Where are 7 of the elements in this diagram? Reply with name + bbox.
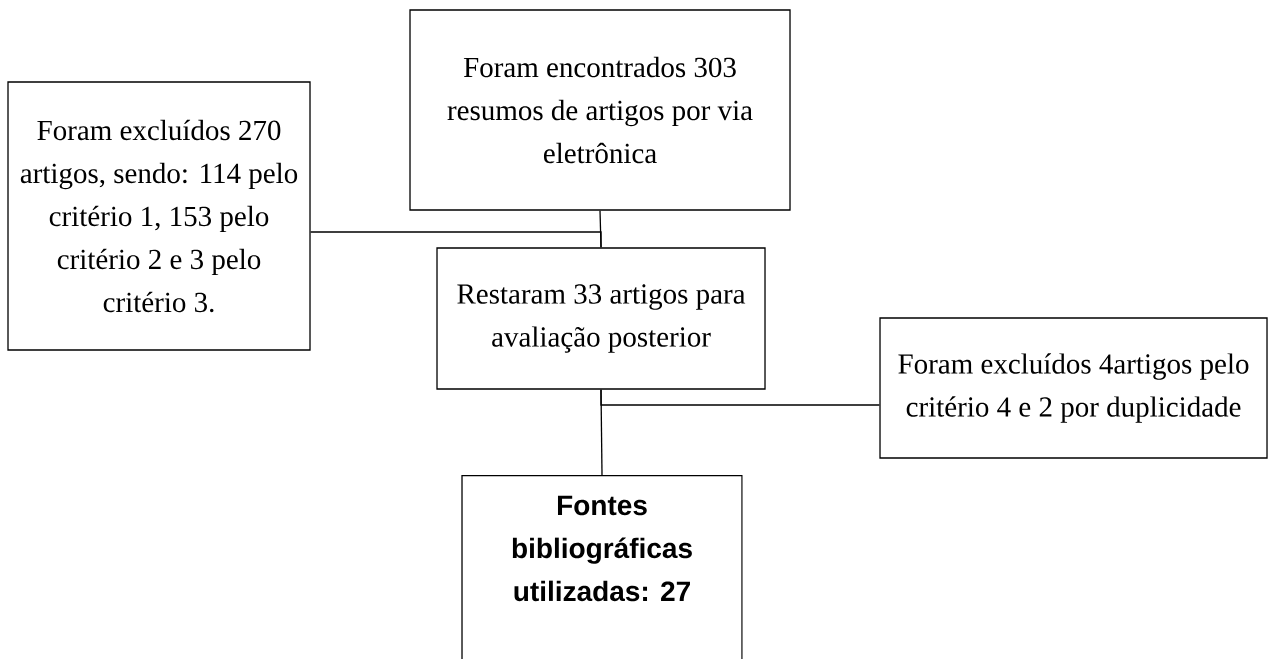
process-box: Restaram 33 artigos para avaliação posterior <box>436 247 766 390</box>
connector-line <box>600 389 880 406</box>
process-box: Foram excluídos 270 artigos, sendo: 114 pelo critério 1, 153 pelo critério 2 e 3 pelo critério 3. <box>7 81 311 351</box>
process-box: Foram excluídos 4artigos pelo critério 4 e 2 por duplicidade <box>879 317 1268 459</box>
connector-line <box>310 231 602 248</box>
process-box: Foram encontrados 303 resumos de artigos por via eletrônica <box>409 9 791 211</box>
result-box: Fontes bibliográficas utilizadas: 27 <box>461 475 743 659</box>
